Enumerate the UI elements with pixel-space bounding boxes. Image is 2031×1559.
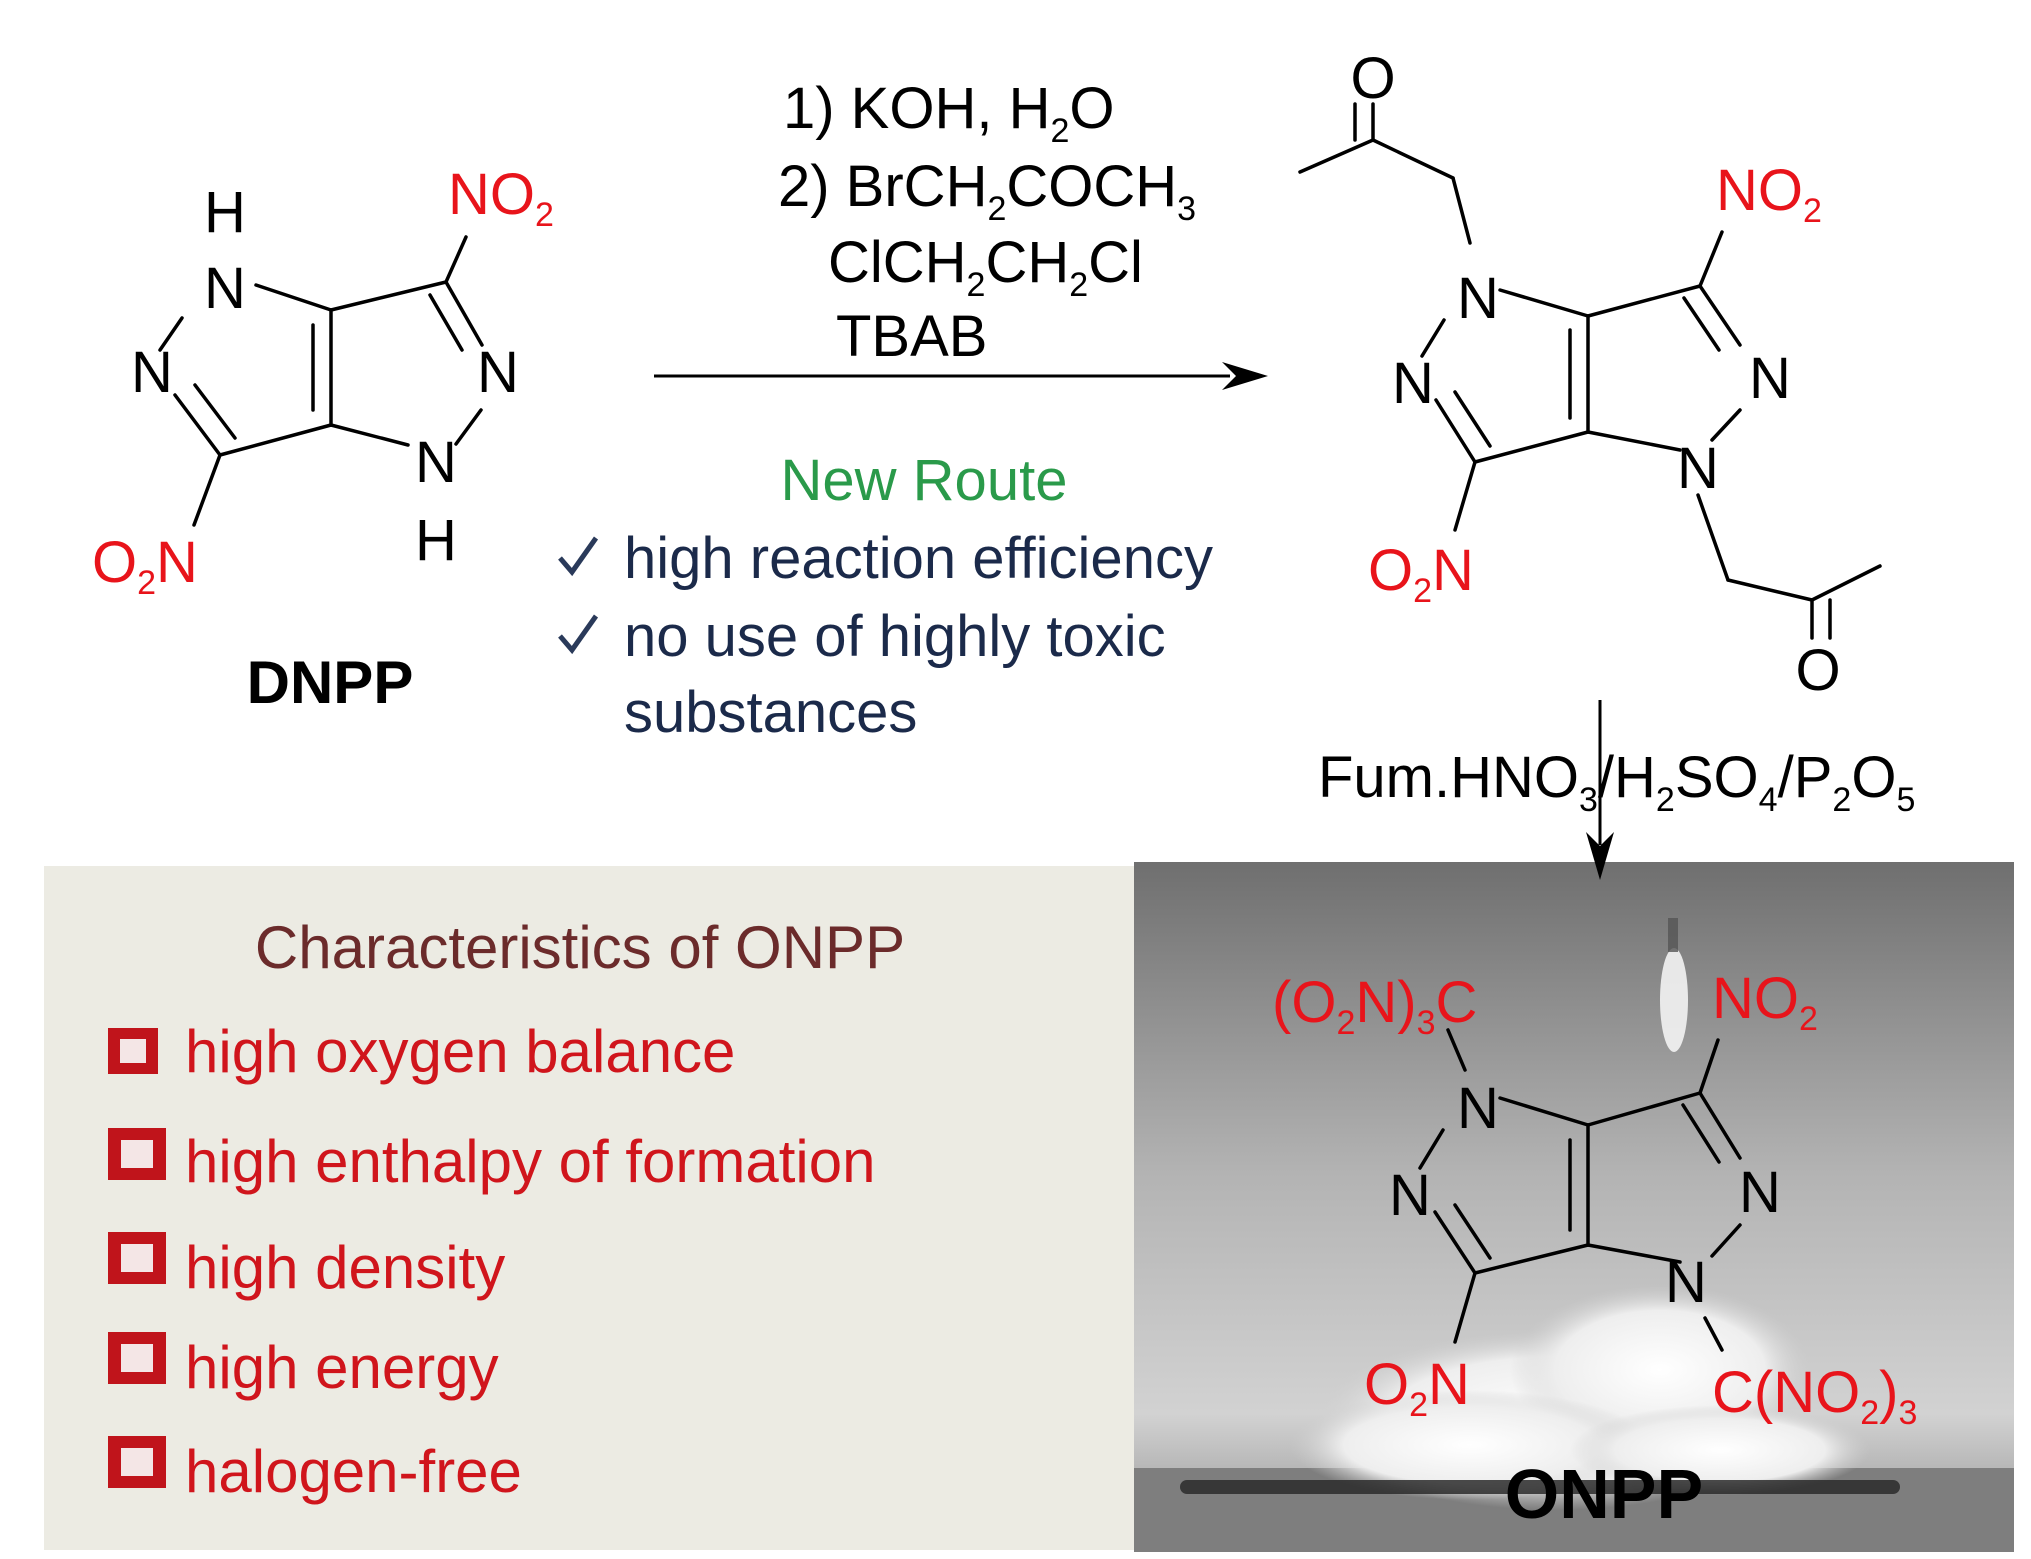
- h-atom: H: [415, 508, 457, 573]
- n-atom: N: [1749, 346, 1791, 411]
- characteristic-item: halogen-free: [108, 1436, 522, 1505]
- n-atom: N: [1457, 266, 1499, 331]
- characteristics-panel: [44, 866, 1134, 1550]
- n-atom: N: [1677, 436, 1719, 501]
- nitration-conditions: Fum.HNO3/H2SO4/P2O5: [1318, 745, 1915, 819]
- characteristic-label: high density: [185, 1234, 505, 1301]
- characteristic-item: high density: [108, 1232, 505, 1301]
- characteristic-label: halogen-free: [185, 1438, 522, 1505]
- nitro-group: NO2: [1716, 158, 1822, 230]
- oxygen-atom: O: [1350, 46, 1395, 111]
- reaction-conditions: 1) KOH, H2O 2) BrCH2COCH3 ClCH2CH2Cl TBA…: [778, 76, 1196, 369]
- trinitromethyl-group: (O2N)3C: [1272, 970, 1477, 1042]
- n-atom: N: [131, 340, 173, 405]
- check-icon: [558, 614, 599, 655]
- route-benefit: substances: [624, 680, 917, 745]
- nitration-step: Fum.HNO3/H2SO4/P2O5: [1318, 700, 1915, 880]
- characteristic-label: high oxygen balance: [185, 1018, 735, 1085]
- characteristic-label: high energy: [185, 1334, 499, 1401]
- nitro-group: NO2: [1712, 966, 1818, 1038]
- product-label: ONPP: [1505, 1455, 1703, 1533]
- condition-catalyst: TBAB: [836, 304, 988, 369]
- route-benefit: no use of highly toxic: [624, 604, 1166, 669]
- reaction-arrow: [654, 362, 1268, 390]
- route-benefit: high reaction efficiency: [624, 526, 1213, 591]
- n-atom: N: [415, 430, 457, 495]
- onpp-structure: (O2N)3C NO2 N N N N O2N C(NO2)3 ONPP: [1272, 966, 1917, 1533]
- condition-step-2: 2) BrCH2COCH3: [778, 154, 1196, 228]
- characteristic-list: high oxygen balance high enthalpy of for…: [108, 1018, 875, 1505]
- trinitromethyl-group: C(NO2)3: [1712, 1360, 1917, 1432]
- intermediate-structure: O O N N N N NO2 O2N: [1298, 46, 1882, 703]
- n-atom: N: [1392, 351, 1434, 416]
- dnpp-structure: H N N N N H NO2 O2N DNPP: [92, 162, 554, 716]
- n-atom: N: [204, 256, 246, 321]
- n-atom: N: [477, 340, 519, 405]
- check-icon: [558, 536, 599, 577]
- characteristic-item: high energy: [108, 1332, 499, 1401]
- n-atom: N: [1739, 1160, 1781, 1225]
- characteristics-title: Characteristics of ONPP: [255, 914, 905, 981]
- n-atom: N: [1665, 1250, 1707, 1315]
- n-atom: N: [1457, 1076, 1499, 1141]
- reactant-label: DNPP: [247, 649, 414, 716]
- h-atom: H: [204, 180, 246, 245]
- nitro-group: NO2: [448, 162, 554, 234]
- oxygen-atom: O: [1795, 638, 1840, 703]
- nitro-group: O2N: [1364, 1352, 1470, 1424]
- nitro-group: O2N: [1368, 538, 1474, 610]
- characteristic-item: high enthalpy of formation: [108, 1128, 875, 1195]
- characteristic-item: high oxygen balance: [108, 1018, 735, 1085]
- explosion-photo: [1134, 862, 2014, 1552]
- nitro-group: O2N: [92, 530, 198, 602]
- characteristic-label: high enthalpy of formation: [185, 1128, 875, 1195]
- new-route-title: New Route: [781, 448, 1068, 513]
- n-atom: N: [1389, 1163, 1431, 1228]
- new-route-box: New Route high reaction efficiency no us…: [558, 448, 1213, 745]
- condition-solvent: ClCH2CH2Cl: [828, 230, 1143, 304]
- condition-step-1: 1) KOH, H2O: [783, 76, 1115, 150]
